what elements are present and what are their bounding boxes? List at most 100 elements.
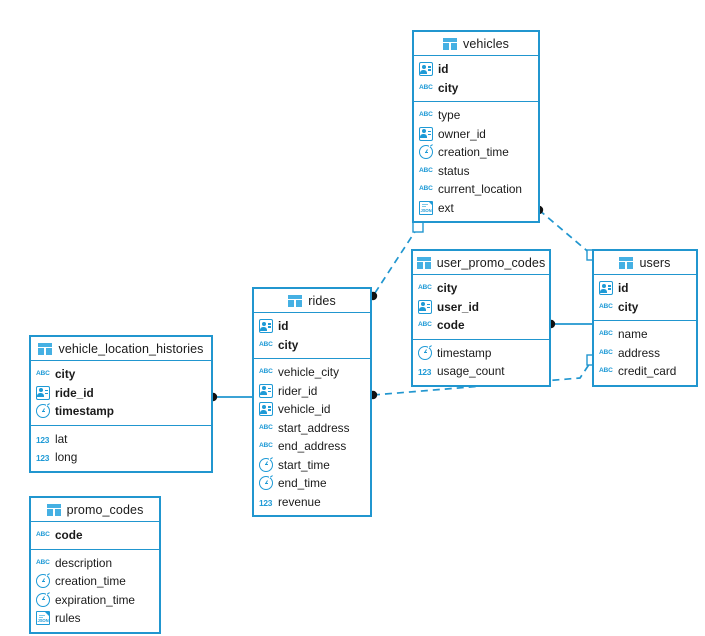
json-icon: JSON: [419, 200, 433, 215]
field-name: address: [618, 345, 660, 360]
field-row[interactable]: rider_id: [254, 382, 370, 401]
abc-icon: ABC: [36, 531, 50, 539]
relationship-user_promo_codes-to-users[interactable]: [546, 319, 592, 329]
table-icon: [619, 255, 634, 270]
field-row[interactable]: owner_id: [414, 125, 538, 144]
table-header[interactable]: vehicle_location_histories: [31, 337, 211, 361]
field-name: revenue: [278, 494, 321, 509]
table-header[interactable]: promo_codes: [31, 498, 159, 522]
table-header[interactable]: user_promo_codes: [413, 251, 549, 275]
field-row[interactable]: id: [414, 60, 538, 79]
field-row[interactable]: ride_id: [31, 384, 211, 403]
clock-icon: [36, 592, 51, 607]
field-row[interactable]: user_id: [413, 298, 549, 317]
table-name: vehicle_location_histories: [58, 341, 204, 356]
field-row[interactable]: timestamp: [413, 344, 549, 363]
field-row[interactable]: creation_time: [31, 572, 159, 591]
field-row[interactable]: id: [594, 279, 696, 298]
field-name: user_id: [437, 299, 479, 314]
field-name: status: [438, 163, 470, 178]
abc-icon: ABC: [259, 442, 273, 450]
field-row[interactable]: creation_time: [414, 143, 538, 162]
field-row[interactable]: ABC start_address: [254, 419, 370, 438]
clock-icon: [259, 476, 274, 491]
abc-icon: ABC: [259, 423, 273, 431]
field-name: current_location: [438, 182, 522, 197]
table-icon: [443, 36, 458, 51]
field-row[interactable]: timestamp: [31, 402, 211, 421]
idcard-icon: [36, 385, 50, 400]
table-header[interactable]: vehicles: [414, 32, 538, 56]
field-name: creation_time: [438, 145, 509, 160]
clock-icon: [36, 404, 51, 419]
idcard-icon: [599, 281, 613, 296]
json-icon: JSON: [36, 611, 50, 626]
field-row[interactable]: start_time: [254, 456, 370, 475]
field-row[interactable]: expiration_time: [31, 591, 159, 610]
abc-icon: ABC: [259, 340, 273, 348]
abc-icon: ABC: [419, 185, 433, 193]
table-header[interactable]: rides: [254, 289, 370, 313]
field-row[interactable]: id: [254, 317, 370, 336]
field-name: start_address: [278, 420, 350, 435]
field-row[interactable]: ABC city: [413, 279, 549, 298]
field-row[interactable]: end_time: [254, 474, 370, 493]
field-row[interactable]: ABC type: [414, 106, 538, 125]
abc-icon: ABC: [259, 368, 273, 376]
relationship-vehicle_location_histories-to-rides[interactable]: [208, 392, 252, 402]
table-header[interactable]: users: [594, 251, 696, 275]
field-name: timestamp: [55, 404, 115, 419]
field-name: id: [438, 62, 449, 77]
field-row[interactable]: vehicle_id: [254, 400, 370, 419]
abc-icon: ABC: [418, 284, 432, 292]
table-icon: [38, 341, 53, 356]
field-name: expiration_time: [55, 592, 135, 607]
field-name: type: [438, 108, 461, 123]
field-name: vehicle_id: [278, 402, 331, 417]
field-name: city: [437, 281, 458, 296]
field-row[interactable]: ABC city: [254, 336, 370, 355]
field-row[interactable]: ABC current_location: [414, 180, 538, 199]
field-name: id: [618, 281, 629, 296]
field-name: city: [278, 337, 299, 352]
abc-icon: ABC: [418, 321, 432, 329]
table-icon: [46, 502, 61, 517]
abc-icon: ABC: [419, 111, 433, 119]
field-name: creation_time: [55, 574, 126, 589]
field-name: ride_id: [55, 385, 94, 400]
clock-icon: [36, 574, 51, 589]
field-name: id: [278, 319, 289, 334]
